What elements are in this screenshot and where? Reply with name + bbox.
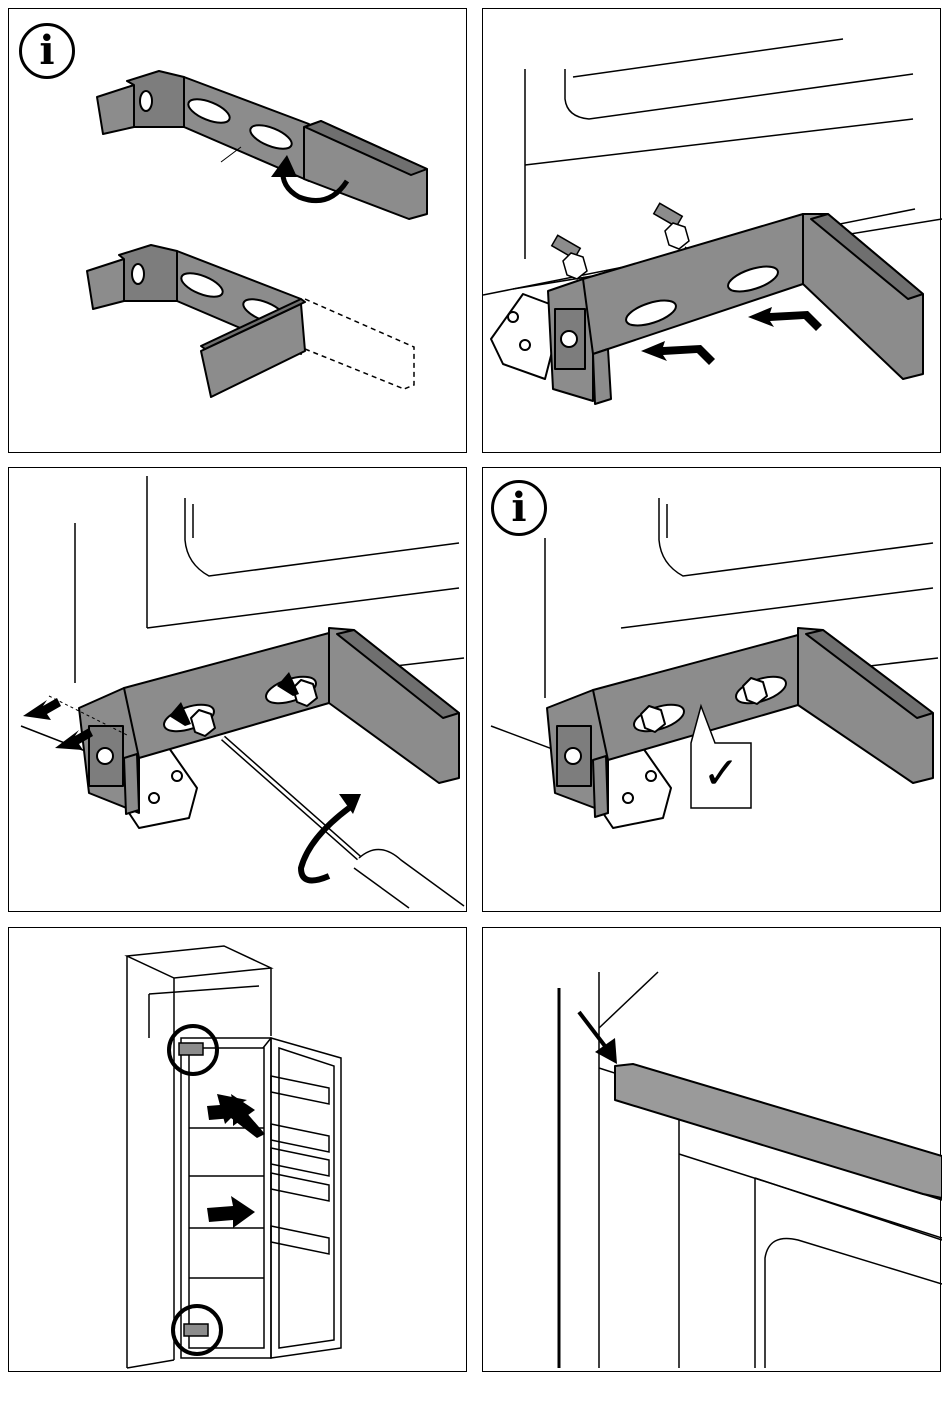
- panel-step-2: [482, 8, 941, 453]
- panel-step-5: [8, 927, 467, 1372]
- bracket-mounting-diagram: [483, 9, 942, 454]
- check-icon: ✓: [691, 744, 751, 804]
- panel-step-3: [8, 467, 467, 912]
- bracket-screw-tighten-diagram: [9, 468, 468, 913]
- panel-step-1: i: [8, 8, 467, 453]
- panel-step-6: [482, 927, 941, 1372]
- bracket-extension-diagram: [9, 9, 468, 454]
- cover-strip-diagram: [483, 928, 942, 1373]
- panel-step-4: i: [482, 467, 941, 912]
- fridge-installed-diagram: [9, 928, 468, 1373]
- bracket-mounted-diagram: [483, 468, 942, 913]
